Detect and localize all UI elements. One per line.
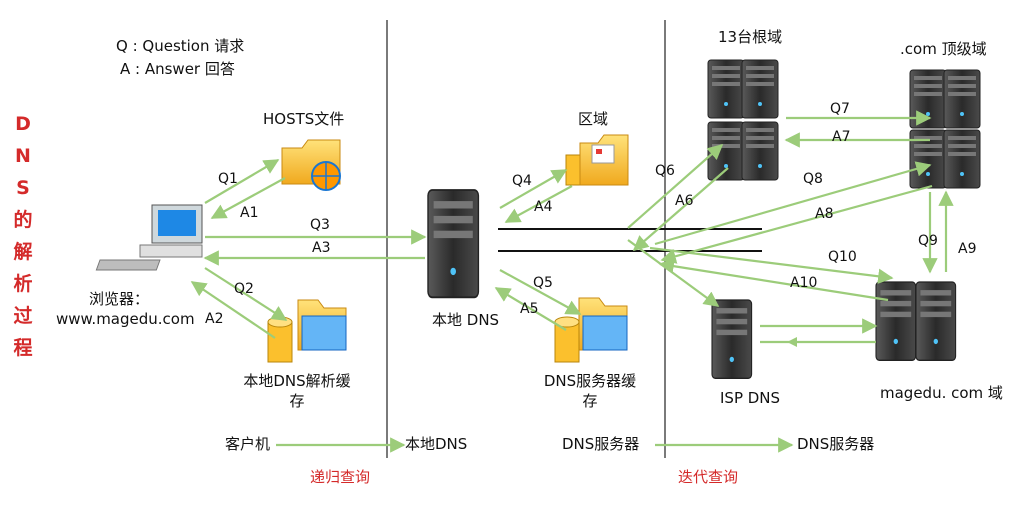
zone-folder-icon xyxy=(565,134,629,186)
label-q5: Q5 xyxy=(533,275,553,291)
label-a3: A3 xyxy=(312,240,331,256)
arrow-a6 xyxy=(632,167,729,252)
local-dns-label: 本地 DNS xyxy=(432,311,500,329)
client-label: 客户机 xyxy=(225,435,271,453)
label-a1: A1 xyxy=(240,205,259,221)
arrow-a4 xyxy=(504,185,573,223)
label-a4: A4 xyxy=(534,199,553,215)
dns-cache-icon xyxy=(554,297,628,363)
isp-dns-label: ISP DNS xyxy=(720,389,781,407)
side-title-char: D xyxy=(15,113,31,135)
iterative-query-label: 迭代查询 xyxy=(678,468,739,486)
side-title-char: 程 xyxy=(13,337,33,359)
browser-label: 浏览器：www.magedu.com xyxy=(56,290,195,328)
magedu-label: magedu. com 域 xyxy=(880,384,1003,402)
arrow-q8 xyxy=(654,161,932,246)
arrow-head xyxy=(787,337,797,347)
arrow-q1 xyxy=(204,159,280,204)
arrow-q10 xyxy=(649,246,894,284)
label-a6: A6 xyxy=(675,193,694,209)
local-dns-server-icon xyxy=(427,189,480,299)
hosts-label: HOSTS文件 xyxy=(263,110,345,128)
arrow-a2 xyxy=(190,281,276,339)
bottom-dns-server-left: DNS服务器 xyxy=(562,435,640,453)
label-a2: A2 xyxy=(205,311,224,327)
isp-dns-server-icon xyxy=(711,299,753,379)
arrow-local-to-isp xyxy=(627,239,720,307)
label-q7: Q7 xyxy=(830,101,850,117)
root-label: 13台根域 xyxy=(718,28,783,46)
side-title-char: S xyxy=(16,177,30,199)
label-q6: Q6 xyxy=(655,163,675,179)
side-title-char: 过 xyxy=(13,305,33,327)
label-q10: Q10 xyxy=(828,249,857,265)
dns-cache-label: DNS服务器缓存 xyxy=(543,372,637,410)
arrow-a5 xyxy=(494,287,567,331)
arrow-q4 xyxy=(499,169,568,209)
zone-label: 区域 xyxy=(578,110,609,128)
local-cache-label: 本地DNS解析缓存 xyxy=(243,372,351,410)
side-title: D N S 的 解 析 过 程 xyxy=(10,108,36,364)
arrow-q2 xyxy=(204,267,288,321)
arrow-a10 xyxy=(658,258,889,302)
label-a5: A5 xyxy=(520,301,539,317)
arrow-a8 xyxy=(660,184,933,264)
side-title-char: 析 xyxy=(13,273,33,295)
com-label: .com 顶级域 xyxy=(900,40,987,58)
label-q2: Q2 xyxy=(234,281,254,297)
hosts-folder-icon xyxy=(281,139,341,191)
bottom-local-dns-label: 本地DNS xyxy=(405,435,468,453)
legend-answer: A : Answer 回答 xyxy=(120,60,235,78)
arrow-q6 xyxy=(627,143,724,229)
com-servers-icon xyxy=(909,69,981,189)
label-a10: A10 xyxy=(790,275,818,291)
label-q8: Q8 xyxy=(803,171,823,187)
label-q4: Q4 xyxy=(512,173,532,189)
side-title-char: 解 xyxy=(13,241,33,263)
bottom-dns-server-right: DNS服务器 xyxy=(797,435,875,453)
browser-computer-icon xyxy=(95,204,203,271)
local-cache-icon xyxy=(267,299,347,363)
label-q3: Q3 xyxy=(310,217,330,233)
side-title-char: N xyxy=(15,145,31,167)
recursive-query-label: 递归查询 xyxy=(310,468,371,486)
label-q9: Q9 xyxy=(918,233,938,249)
arrow-a1 xyxy=(210,177,286,219)
legend-question: Q : Question 请求 xyxy=(116,37,245,55)
label-a9: A9 xyxy=(958,241,977,257)
label-q1: Q1 xyxy=(218,171,238,187)
arrow-q5 xyxy=(499,269,582,315)
label-a7: A7 xyxy=(832,129,851,145)
label-a8: A8 xyxy=(815,206,834,222)
root-servers-icon xyxy=(707,59,779,181)
side-title-char: 的 xyxy=(13,209,33,231)
magedu-servers-icon xyxy=(875,281,957,361)
